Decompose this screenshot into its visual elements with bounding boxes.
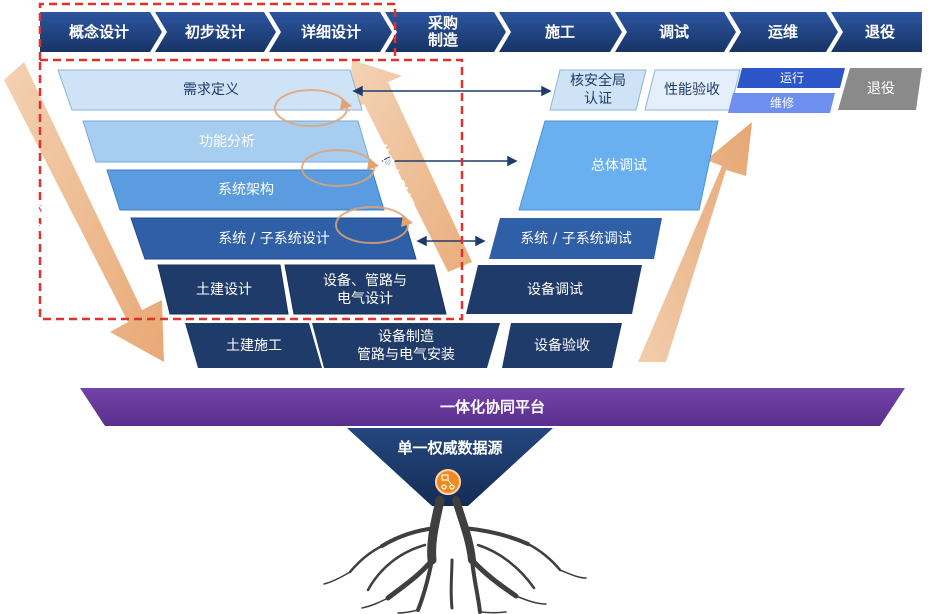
phase-label-5: 施工 [544, 22, 575, 41]
phase-chevron-6[interactable] [615, 12, 736, 52]
maintenance-block[interactable] [728, 93, 835, 113]
system-architecture-label: 系统架构 [218, 182, 274, 198]
phase-chevron-5[interactable] [499, 12, 622, 52]
requirements-block[interactable] [57, 69, 363, 111]
phase-chevron-1[interactable] [40, 12, 162, 52]
phase-chevron-3[interactable] [269, 12, 392, 52]
double-arrow-icon [352, 85, 552, 247]
operation-label: 运行 [779, 71, 804, 85]
define-decompose-arrow [4, 62, 164, 362]
decommission-label: 退役 [867, 81, 895, 97]
equipment-acceptance-block[interactable] [502, 323, 622, 368]
civil-design-label: 土建设计 [196, 281, 252, 298]
nuclear-certification-label: 核安全局 认证 [570, 73, 626, 107]
system-architecture-block[interactable] [106, 169, 385, 211]
maintenance-label: 维修 [769, 96, 794, 110]
performance-acceptance-label: 性能验收 [664, 82, 720, 98]
function-analysis-label: 功能分析 [199, 133, 255, 150]
phase-label-6: 调试 [658, 22, 689, 41]
overall-commissioning-label: 总体调试 [591, 157, 647, 174]
data-source-icon [435, 469, 461, 495]
simulate-verify-arrow [348, 60, 472, 272]
requirements-label: 需求定义 [183, 82, 239, 98]
integrated-platform [80, 388, 905, 426]
civil-design-block[interactable] [157, 264, 289, 315]
subsystem-design-block[interactable] [130, 217, 417, 260]
decommission-block[interactable] [838, 68, 922, 110]
civil-construction-block[interactable] [185, 323, 322, 368]
integrated-platform-label: 一体化协同平台 [439, 398, 545, 416]
subsystem-commissioning-block[interactable] [489, 218, 662, 259]
integrate-effect-arrow [638, 122, 752, 362]
phase-chevron-2[interactable] [155, 12, 276, 52]
phase-chevron-4[interactable] [385, 12, 506, 52]
phase-label-8: 退役 [864, 22, 895, 41]
overall-commissioning-block[interactable] [518, 120, 719, 211]
equipment-commissioning-block[interactable] [466, 265, 642, 314]
phase-label-7: 运维 [767, 22, 798, 41]
equipment-design-block[interactable] [284, 264, 447, 315]
phase-label-1: 概念设计 [68, 22, 129, 41]
data-source-funnel [347, 428, 553, 506]
phase-chevron-7[interactable] [729, 12, 838, 52]
civil-construction-label: 土建施工 [226, 337, 282, 354]
subsystem-design-label: 系统 / 子系统设计 [218, 230, 330, 247]
equipment-commissioning-label: 设备调试 [527, 281, 583, 298]
tree-roots-icon [323, 495, 587, 614]
nuclear-certification-block[interactable] [549, 69, 647, 111]
detailed-design-highlight [38, 2, 397, 60]
phase-label-4: 采购 制造 [427, 14, 458, 49]
subsystem-commissioning-label: 系统 / 子系统调试 [520, 230, 632, 247]
phase-bar [40, 12, 922, 52]
cycle-icon [274, 89, 413, 244]
equipment-manufacturing-label: 设备制造 管路与电气安装 [357, 328, 455, 363]
phase-label-3: 详细设计 [300, 22, 361, 41]
equipment-design-label: 设备、管路与 电气设计 [323, 272, 407, 307]
phase-label-2: 初步设计 [184, 22, 245, 41]
data-source-label: 单一权威数据源 [397, 439, 503, 457]
operation-block[interactable] [737, 68, 845, 88]
phase-chevron-8[interactable] [831, 12, 922, 52]
equipment-acceptance-label: 设备验收 [534, 337, 590, 354]
equipment-manufacturing-block[interactable] [312, 323, 500, 368]
design-scope-highlight [38, 58, 464, 321]
